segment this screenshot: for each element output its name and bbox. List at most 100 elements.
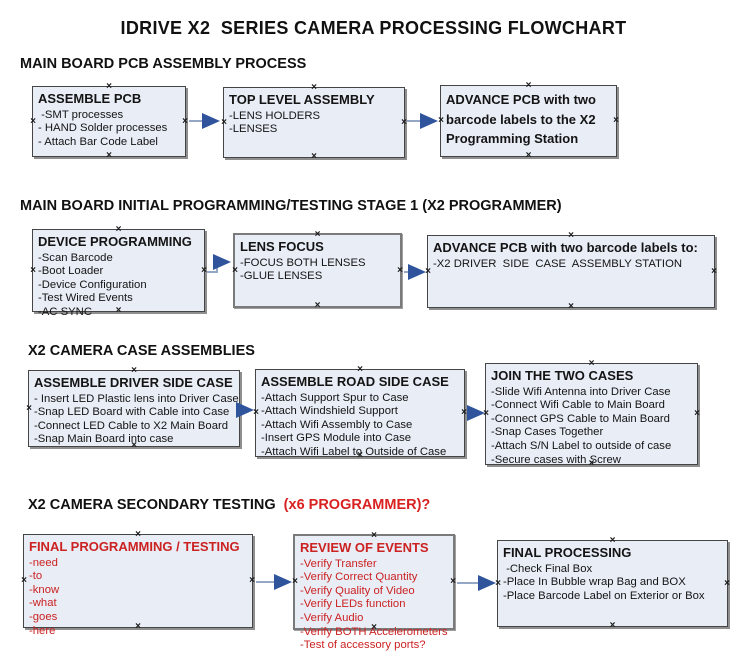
connector-anchor: × — [314, 300, 321, 311]
box-item: -Verify Transfer — [300, 557, 377, 570]
connector-anchor: × — [249, 575, 255, 586]
box-item: -Connect GPS Cable to Main Board — [491, 412, 670, 425]
flow-box-assemble-driver-side-case: × × × × ASSEMBLE DRIVER SIDE CASE - Inse… — [26, 366, 242, 451]
flow-box-advance-pcb-driver-side-station: × × × × ADVANCE PCB with two barcode lab… — [425, 231, 717, 312]
box-item: -Insert GPS Module into Case — [261, 432, 412, 445]
box-item: -Secure cases with Screw — [491, 453, 621, 466]
flow-box-top-level-assembly: × × × × TOP LEVEL ASSEMBLY -LENS HOLDERS… — [221, 83, 407, 162]
box-item: -Place Barcode Label on Exterior or Box — [503, 589, 705, 602]
flow-box-lens-focus: × × × × LENS FOCUS -FOCUS BOTH LENSES -G… — [232, 230, 403, 311]
section-heading-case-assemblies: X2 CAMERA CASE ASSEMBLIES — [28, 343, 255, 359]
box-item: -Verify Audio — [300, 612, 364, 624]
connector-anchor: × — [525, 150, 532, 161]
box-item: -Attach Windshield Support — [261, 405, 398, 418]
box-item: -Test of accessory ports? — [300, 639, 426, 652]
box-title: LENS FOCUS — [240, 239, 324, 254]
box-item: -goes — [29, 611, 58, 623]
box-item: -Test Wired Events — [38, 292, 133, 305]
box-item: -Verify BOTH Accelerometers — [300, 625, 448, 638]
box-item: -to — [29, 570, 43, 583]
connector-anchor: × — [292, 576, 298, 587]
section-heading-text: MAIN BOARD INITIAL PROGRAMMING/TESTING S… — [20, 198, 562, 214]
connector-anchor: × — [461, 407, 467, 418]
box-item: -Attach Wifi Label to Outside of Case — [261, 446, 447, 458]
box-item: -Attach Support Spur to Case — [261, 391, 409, 404]
box-item: -Connect Wifi Cable to Main Board — [491, 399, 665, 412]
connector-anchor: × — [21, 575, 27, 586]
box-item: -Attach S/N Label to outside of case — [491, 440, 672, 452]
connector-anchor: × — [30, 264, 36, 276]
box-item: -Verify Quality of Video — [300, 584, 415, 597]
box-item: -GLUE LENSES — [240, 270, 323, 283]
connector-anchor: × — [711, 265, 717, 277]
box-item: -SMT processes — [38, 108, 124, 121]
box-item: -Device Configuration — [38, 278, 147, 291]
section-heading-text: MAIN BOARD PCB ASSEMBLY PROCESS — [20, 56, 307, 72]
flow-box-join-the-two-cases: × × × × JOIN THE TWO CASES -Slide Wifi A… — [483, 359, 700, 469]
box-item: -Snap Cases Together — [491, 426, 604, 439]
box-title: ASSEMBLE ROAD SIDE CASE — [261, 374, 449, 389]
box-item: -Connect LED Cable to X2 Main Board — [34, 419, 229, 432]
section-heading-red-text: (x6 PROGRAMMER)? — [283, 497, 431, 513]
box-title: ASSEMBLE DRIVER SIDE CASE — [34, 375, 233, 390]
connector-anchor: × — [438, 115, 444, 126]
box-title: JOIN THE TWO CASES — [491, 368, 634, 383]
flow-box-assemble-road-side-case: × × × × ASSEMBLE ROAD SIDE CASE -Attach … — [253, 365, 467, 461]
box-item: -what — [29, 597, 57, 610]
box-item: -Snap LED Board with Cable into Case — [34, 406, 230, 419]
connector-anchor: × — [253, 407, 259, 418]
connector-anchor: × — [30, 115, 36, 127]
section-heading-initial-programming: MAIN BOARD INITIAL PROGRAMMING/TESTING S… — [20, 198, 562, 214]
box-title: ASSEMBLE PCB — [38, 91, 142, 106]
connector-anchor: × — [724, 577, 730, 589]
page-title: IDRIVE X2 SERIES CAMERA PROCESSING FLOWC… — [120, 18, 627, 38]
connector-anchor: × — [694, 408, 700, 419]
section-heading-text: X2 CAMERA CASE ASSEMBLIES — [28, 343, 255, 359]
box-title: DEVICE PROGRAMMING — [38, 234, 192, 249]
box-title: FINAL PROGRAMMING / TESTING — [29, 539, 240, 554]
box-title: REVIEW OF EVENTS — [300, 540, 429, 555]
connector-anchor: × — [397, 264, 403, 276]
box-item: -Scan Barcode — [38, 251, 113, 264]
box-item: - HAND Solder processes — [38, 122, 168, 135]
connector-anchor: × — [609, 620, 616, 631]
box-item: -X2 DRIVER SIDE CASE ASSEMBLY STATION — [433, 257, 683, 270]
box-item: -AC SYNC — [38, 306, 92, 318]
box-item: -know — [29, 583, 60, 596]
section-heading-text: X2 CAMERA SECONDARY TESTING — [28, 497, 284, 513]
box-item: -LENS HOLDERS — [229, 109, 321, 122]
box-item: - Insert LED Plastic lens into Driver Ca… — [34, 392, 239, 405]
box-item: -Verify Correct Quantity — [300, 571, 418, 584]
connector-anchor: × — [236, 402, 242, 414]
box-item: -Snap Main Board into case — [34, 433, 174, 446]
connector-anchor: × — [425, 265, 431, 277]
box-item: -here — [29, 624, 56, 637]
connector-anchor: × — [483, 408, 489, 419]
connector-anchor: × — [221, 116, 227, 128]
connector-anchor: × — [311, 151, 317, 162]
box-item: -LENSES — [229, 123, 278, 136]
box-item: - Attach Bar Code Label — [38, 135, 158, 148]
section-heading-pcb-assembly: MAIN BOARD PCB ASSEMBLY PROCESS — [20, 56, 306, 72]
box-item: -Boot Loader — [38, 265, 104, 278]
box-title: ADVANCE PCB with two barcode labels to t… — [446, 92, 596, 146]
connector-anchor: × — [232, 264, 238, 276]
box-item: -Slide Wifi Antenna into Driver Case — [491, 385, 671, 398]
box-item: -Place In Bubble wrap Bag and BOX — [503, 576, 686, 589]
connector-anchor: × — [182, 115, 188, 127]
box-item: -Attach Wifi Assembly to Case — [261, 418, 413, 431]
connector-anchor: × — [495, 577, 501, 589]
box-title: TOP LEVEL ASSEMBLY — [229, 92, 375, 107]
connector-anchor: × — [568, 301, 574, 312]
flow-arrow-r2-a — [207, 254, 231, 273]
box-title: FINAL PROCESSING — [503, 545, 632, 560]
connector-anchor: × — [201, 264, 207, 276]
connector-anchor: × — [106, 150, 112, 161]
box-title: ADVANCE PCB with two barcode labels to: — [433, 240, 698, 255]
connector-anchor: × — [450, 576, 456, 587]
flow-box-final-programming-testing: × × × × FINAL PROGRAMMING / TESTING -nee… — [21, 530, 255, 637]
box-item: -Verify LEDs function — [300, 598, 406, 611]
flow-box-device-programming: × × × × DEVICE PROGRAMMING -Scan Barcode… — [30, 225, 207, 319]
box-item: -Check Final Box — [503, 562, 593, 575]
